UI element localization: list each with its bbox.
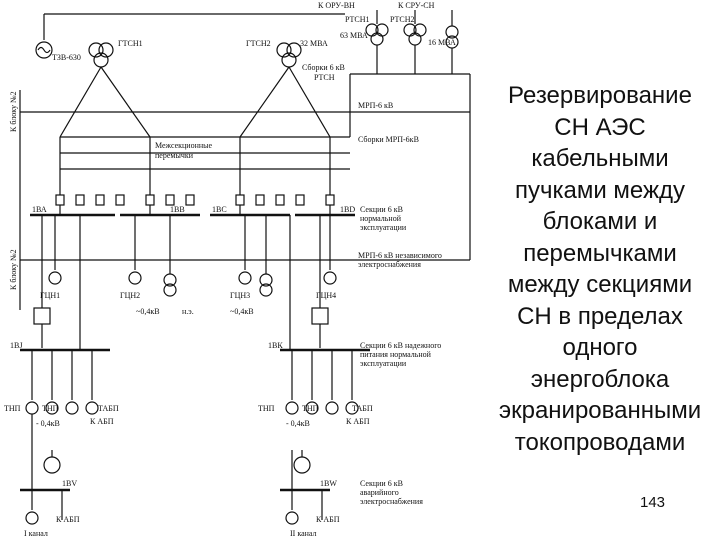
slide-title-line: между секциями [507, 271, 693, 298]
motor-gtsn4-icon [323, 271, 337, 285]
label-gtsn1: ГТСН1 [118, 39, 143, 48]
label-tnp-3: ТНП [258, 404, 275, 413]
transformer-gtsn1-icon [88, 42, 104, 58]
label-tabp-2: ТАБП [352, 404, 373, 413]
label-sekc-av-l3: электроснабжения [360, 497, 423, 506]
label-tzv: ТЗВ-630 [52, 53, 81, 62]
label-mrp6: МРП-6 кВ [358, 101, 393, 110]
label-v04-a: ~0,4кВ [136, 307, 160, 316]
label-sekc-rel-l3: эксплуатации [360, 359, 407, 368]
label-v04-d: - 0,4кВ [286, 419, 310, 428]
generator-right-icon [293, 456, 311, 474]
label-bus-1bc: 1ВС [212, 205, 227, 214]
label-bus-1ba: 1ВА [32, 205, 47, 214]
label-k-bloku-bottom: К блоку №2 [9, 249, 18, 290]
label-sekc-rel-l1: Секции 6 кВ надежного [360, 341, 441, 350]
label-bus-1bj: 1ВJ [10, 341, 22, 350]
label-k-oru-vn: К ОРУ-ВН [318, 1, 355, 10]
label-32mva: 32 МВА [300, 39, 328, 48]
label-sekc-norm-l2: нормальной [360, 214, 402, 223]
label-kabp-4: К АБП [316, 515, 340, 524]
label-63mva: 63 МВА [340, 31, 368, 40]
label-kanal-1: I канал [24, 529, 48, 538]
label-bus-1bb: 1ВВ [170, 205, 185, 214]
label-bus-1bw: 1ВW [320, 479, 337, 488]
label-kabp-2: К АБП [346, 417, 370, 426]
label-kabp-3: К АБП [56, 515, 80, 524]
label-tnp-2: ТНП [42, 404, 59, 413]
slide-title-line: СН АЭС [554, 113, 646, 141]
page-number: 143 [640, 494, 666, 511]
label-bus-1bd: 1ВD [340, 205, 355, 214]
label-tabp-1: ТАБП [98, 404, 119, 413]
slide-title-line: энергоблока [530, 365, 670, 393]
label-gtsn-4: ГЦН4 [316, 291, 336, 300]
label-mrp-indep-l2: электроснабжения [358, 260, 421, 269]
power-schematic-diagram: К ОРУ-ВН К СРУ-СН РТСН1 РТСН2 63 МВА 16 … [4, 1, 471, 538]
label-tnp-4: ТНП [302, 404, 319, 413]
label-k-sru-sn: К СРУ-СН [398, 1, 435, 10]
label-v04-b: ~0,4кВ [230, 307, 254, 316]
label-16mva: 16 МВА [428, 38, 456, 47]
label-sekc-rel-l2: питания нормальной [360, 350, 432, 359]
label-gtsn-2: ГЦН2 [120, 291, 140, 300]
motor-gtsn3-icon [238, 271, 252, 285]
label-gtsn2: ГТСН2 [246, 39, 271, 48]
motor-gtsn1-icon [48, 271, 62, 285]
slide-title-line: пучками между [514, 176, 686, 204]
label-mezh-l1: Межсекционные [155, 141, 213, 150]
generator-icon [35, 41, 53, 59]
label-v04-c: - 0,4кВ [36, 419, 60, 428]
slide-title-line: блоками и [542, 208, 658, 235]
label-sborki-l1: Сборки 6 кВ [302, 63, 345, 72]
label-sekc-norm-l3: эксплуатации [360, 223, 407, 232]
label-gtsn-1: ГЦН1 [40, 291, 60, 300]
slide-title-line: одного [562, 334, 638, 361]
label-sekc-av-l2: аварийного [360, 488, 399, 497]
label-k-bloku-top: К блоку №2 [9, 91, 18, 132]
label-sborki-l2: РТСН [314, 73, 335, 82]
slide-title-line: экранированными [498, 397, 702, 424]
label-sekc-norm-l1: Секции 6 кВ [360, 205, 403, 214]
label-bus-1bv: 1ВV [62, 479, 77, 488]
label-mezh-l2: перемычки [155, 151, 194, 160]
label-mrp-indep-l1: МРП-6 кВ независимого [358, 251, 442, 260]
label-tnp-1: ТНП [4, 404, 21, 413]
slide-title-line: СН в пределах [517, 302, 683, 330]
label-sborki-mrp: Сборки МРП-6кВ [358, 135, 419, 144]
label-kanal-2: II канал [290, 529, 317, 538]
slide-title-line: кабельными [531, 145, 669, 172]
label-sekc-av-l1: Секции 6 кВ [360, 479, 403, 488]
label-bus-1bk: 1ВК [268, 341, 283, 350]
transformer-gtsn2-icon [276, 42, 292, 58]
label-rtsn1: РТСН1 [345, 15, 370, 24]
label-ne: н.э. [182, 307, 194, 316]
label-kabp-1: К АБП [90, 417, 114, 426]
label-rtsn2: РТСН2 [390, 15, 415, 24]
generator-left-icon [43, 456, 61, 474]
slide-title-line: Резервирование [508, 82, 692, 109]
slide-title-line: токопроводами [514, 428, 686, 456]
label-gtsn-3: ГЦН3 [230, 291, 250, 300]
motor-gtsn2-icon [128, 271, 142, 285]
slide-title: Резервирование СН АЭС кабельными пучками… [488, 80, 712, 458]
slide-title-line: перемычками [523, 239, 677, 267]
